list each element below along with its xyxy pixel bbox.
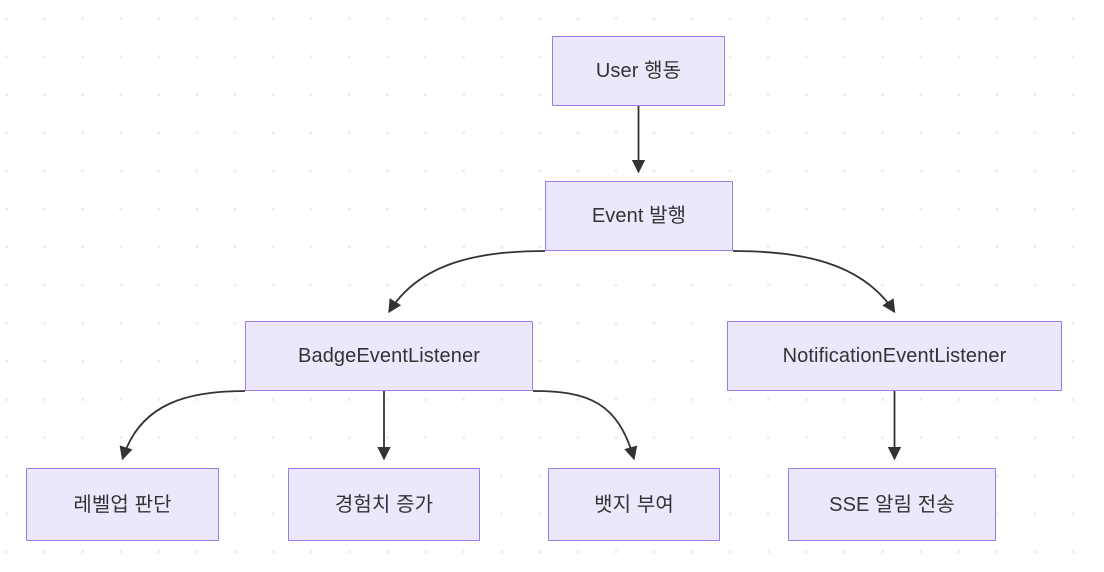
edge-event-to-badge <box>388 250 546 314</box>
node-badge-event-listener[interactable]: BadgeEventListener <box>245 321 533 391</box>
node-label: NotificationEventListener <box>782 345 1007 367</box>
node-label: User 행동 <box>595 60 682 82</box>
node-sse-notification-send[interactable]: SSE 알림 전송 <box>788 468 996 541</box>
node-label: 레벨업 판단 <box>73 493 172 516</box>
node-label: Event 발행 <box>591 205 687 227</box>
edge-event-to-notification <box>732 250 896 314</box>
node-event-publish[interactable]: Event 발행 <box>545 181 733 251</box>
node-user-action[interactable]: User 행동 <box>552 36 725 106</box>
node-label: BadgeEventListener <box>298 345 480 367</box>
node-notification-event-listener[interactable]: NotificationEventListener <box>727 321 1062 391</box>
edge-badge-to-levelup <box>119 390 246 461</box>
edge-badge-to-badgegrant <box>532 390 638 461</box>
node-exp-increase[interactable]: 경험치 증가 <box>288 468 480 541</box>
node-label: 경험치 증가 <box>334 493 434 516</box>
node-label: 뱃지 부여 <box>594 493 674 516</box>
node-level-up-check[interactable]: 레벨업 판단 <box>26 468 219 541</box>
node-badge-grant[interactable]: 뱃지 부여 <box>548 468 720 541</box>
node-label: SSE 알림 전송 <box>829 493 955 516</box>
